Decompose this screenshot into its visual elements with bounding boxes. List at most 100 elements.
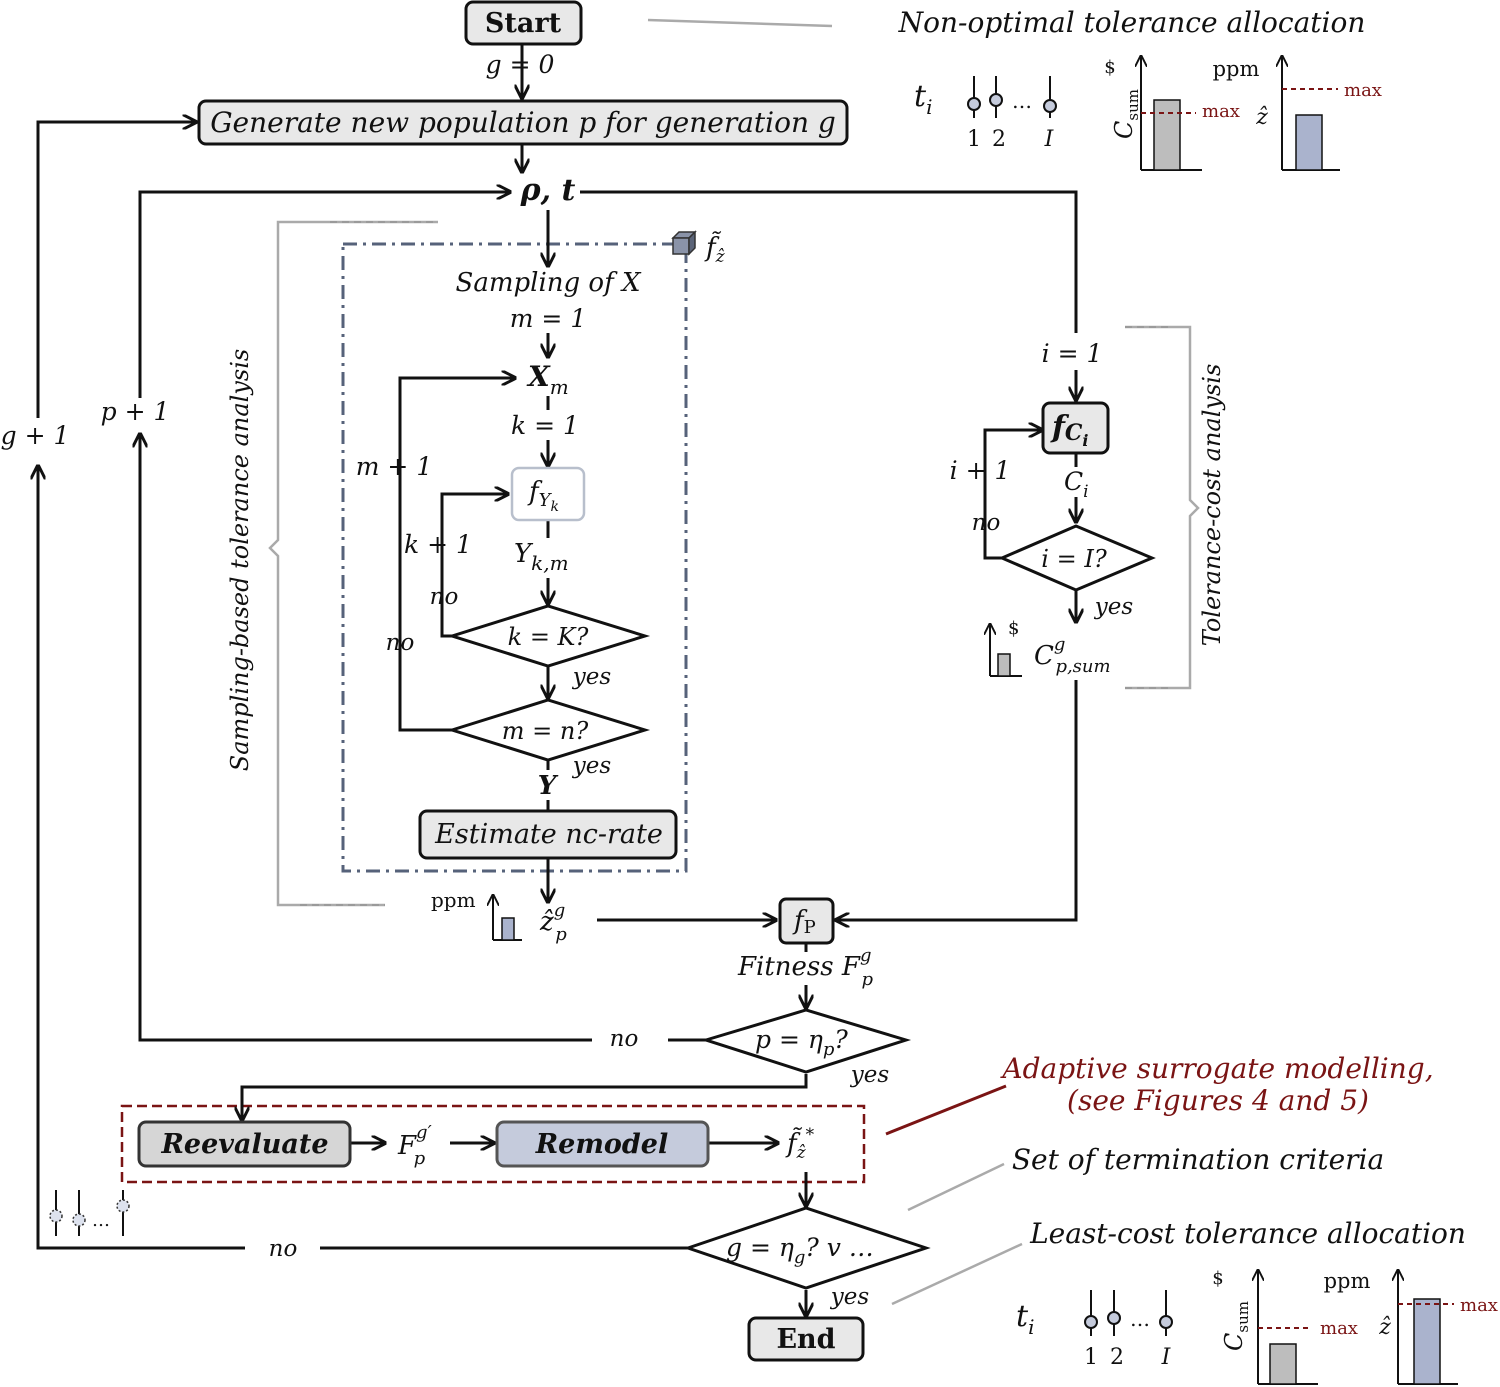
non-optimal-inset: ti … 1 2 I $ Csum max ppm ẑ max <box>914 56 1382 171</box>
m-equals-n-label: m = n? <box>502 717 589 745</box>
p-plus-1-label: p + 1 <box>101 397 170 426</box>
f-ci-node <box>1041 401 1110 455</box>
f-tilde-star-node: f̃ẑ* <box>785 1125 815 1163</box>
m-plus-1-label: m + 1 <box>356 452 432 481</box>
dollar-label-top: $ <box>1104 57 1115 78</box>
i-yes-label: yes <box>1094 594 1134 620</box>
c-i-node: Ci <box>1064 467 1089 502</box>
rho-t-node: ρ, t <box>520 173 576 208</box>
cost-mini-chart: $ <box>990 618 1022 677</box>
slider-tick-i-top: I <box>1044 127 1055 152</box>
f-yk-label: fYk <box>527 477 559 515</box>
m-equals-1-label: m = 1 <box>510 304 586 333</box>
cost-bar-bottom <box>1269 1343 1297 1385</box>
adaptive-annotation-line-2: (see Figures 4 and 5) <box>1067 1084 1369 1117</box>
surrogate-evaluation-frame <box>341 242 688 873</box>
remodel-node <box>495 1120 710 1168</box>
tolerance-slider-icon <box>967 76 1057 118</box>
k-yes-label: yes <box>572 664 612 690</box>
slider-tick-1-bottom: 1 <box>1084 1345 1098 1370</box>
i-loop-no-label: no <box>972 510 1001 536</box>
reevaluate-label: Reevaluate <box>160 1129 328 1160</box>
cost-bar-top <box>1153 99 1181 171</box>
ppm-mini-label: ppm <box>431 888 476 912</box>
dashed-slider-icon: … <box>49 1190 130 1236</box>
ppm-label-top: ppm <box>1213 57 1260 81</box>
least-cost-annotation: Least-cost tolerance allocation <box>1029 1217 1466 1250</box>
t-i-label-bottom: ti <box>1016 1299 1034 1339</box>
estimate-nc-rate-node <box>418 809 678 860</box>
ppm-label-bottom: ppm <box>1324 1269 1371 1293</box>
generate-population-node <box>197 99 849 146</box>
f-prime-node: Fg′p <box>397 1122 432 1169</box>
k-equals-1-label: k = 1 <box>511 411 579 440</box>
ppm-bar-top <box>1295 114 1323 171</box>
end-label: End <box>776 1324 835 1355</box>
cost-bracket <box>1125 325 1200 690</box>
t-i-label-top: ti <box>914 79 932 119</box>
max-label-cost-bottom: max <box>1320 1318 1358 1339</box>
m-yes-label: yes <box>572 753 612 779</box>
estimate-nc-rate-label: Estimate nc-rate <box>434 819 663 850</box>
remodel-label: Remodel <box>535 1129 669 1160</box>
max-label-ppm-top: max <box>1344 80 1382 101</box>
p-yes-label: yes <box>850 1062 890 1088</box>
z-axis-top: ẑ <box>1255 105 1268 130</box>
sampling-bracket <box>268 220 438 907</box>
f-tilde-box-label: f̃ẑ <box>704 231 726 267</box>
slider-dots-bottom: … <box>1130 1307 1150 1331</box>
c-sum-axis-top: Csum <box>1110 89 1142 139</box>
max-label-ppm-bottom: max <box>1460 1295 1498 1316</box>
i-equals-i-decision <box>998 524 1156 592</box>
f-p-node <box>778 897 835 945</box>
non-optimal-annotation: Non-optimal tolerance allocation <box>898 6 1366 39</box>
f-yk-node <box>510 466 586 522</box>
g-equals-eta-decision <box>683 1206 931 1290</box>
i-plus-1-label: i + 1 <box>950 456 1011 485</box>
p-loop-no-label: no <box>610 1026 639 1052</box>
z-axis-bottom: ẑ <box>1378 1315 1391 1340</box>
sampling-analysis-annotation: Sampling-based tolerance analysis <box>226 349 254 771</box>
ppm-bar-bottom <box>1413 1298 1441 1385</box>
slider-tick-2-top: 2 <box>992 127 1006 152</box>
dashed-slider-dots: … <box>92 1210 110 1231</box>
slider-tick-2-bottom: 2 <box>1110 1345 1124 1370</box>
i-equals-1-label: i = 1 <box>1042 339 1103 368</box>
ppm-mini-chart: ppm <box>431 888 522 941</box>
p-equals-eta-label: p = ηp? <box>755 1025 848 1060</box>
generate-population-label: Generate new population p for generation… <box>210 106 836 139</box>
slider-dots-top: … <box>1012 89 1032 113</box>
g-yes-label: yes <box>830 1284 870 1310</box>
slider-tick-i-bottom: I <box>1161 1345 1172 1370</box>
y-km-node: Yk,m <box>514 539 569 575</box>
x-m-node: Xm <box>526 360 569 399</box>
cost-mini-bar <box>997 653 1011 677</box>
slider-tick-1-top: 1 <box>967 127 981 152</box>
start-label: Start <box>485 8 562 39</box>
max-label-cost-top: max <box>1202 101 1240 122</box>
dollar-mini-label: $ <box>1008 618 1019 639</box>
m-equals-n-decision <box>446 698 651 762</box>
ppm-mini-bar <box>501 917 515 941</box>
k-equals-k-decision <box>446 604 651 668</box>
m-loop-no-label: no <box>386 630 415 656</box>
g-loop-no-label: no <box>269 1236 298 1262</box>
i-equals-i-label: i = I? <box>1041 545 1107 573</box>
g-equals-eta-label: g = ηg? v … <box>726 1233 874 1268</box>
y-vector-node: Y <box>538 771 559 801</box>
g-plus-1-label: g + 1 <box>1 421 70 450</box>
sampling-node: Sampling of X <box>456 268 642 298</box>
k-plus-1-label: k + 1 <box>404 530 472 559</box>
g-equals-0-label: g = 0 <box>486 50 555 79</box>
end-node <box>747 1316 865 1362</box>
cost-analysis-annotation: Tolerance-cost analysis <box>1198 364 1226 647</box>
cube-icon <box>671 230 697 256</box>
p-equals-eta-decision <box>700 1008 912 1074</box>
k-loop-no-label: no <box>430 584 459 610</box>
start-node <box>464 0 583 46</box>
